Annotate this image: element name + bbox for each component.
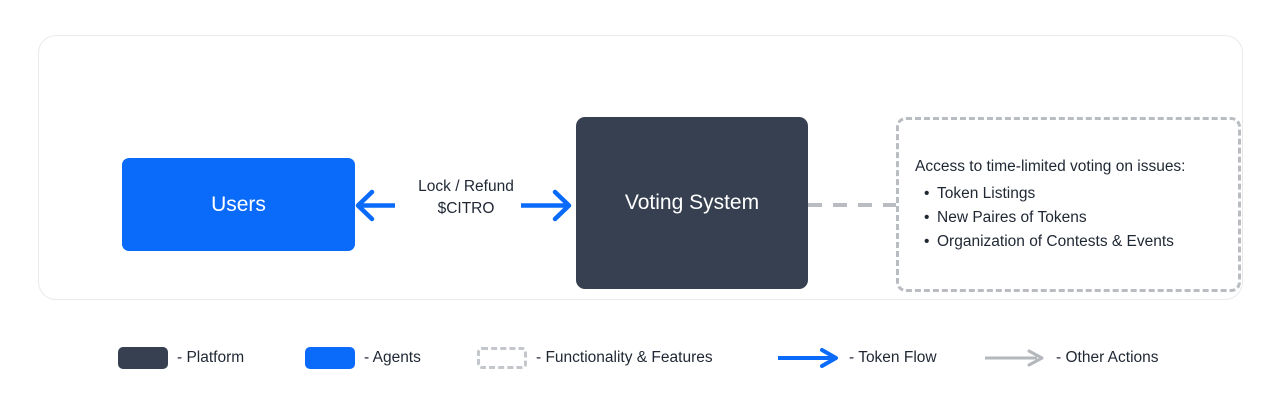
legend-arrow-gray-icon	[985, 349, 1044, 366]
diagram-panel: Users Voting System Lock / Refund $CITRO	[38, 35, 1243, 300]
edge-lock-refund-label-line1: Lock / Refund	[418, 178, 514, 195]
features-box-item: Organization of Contests & Events	[924, 230, 1222, 255]
legend-label-token-flow: - Token Flow	[849, 348, 937, 366]
legend-item-other-actions: - Other Actions	[985, 335, 1159, 380]
arrow-right-icon	[521, 189, 572, 222]
edge-lock-refund-arrows	[355, 189, 572, 222]
edge-features-connector	[808, 203, 898, 207]
legend-swatch-agents-icon	[305, 346, 355, 369]
features-box-item: Token Listings	[924, 182, 1222, 207]
legend-arrow-blue-icon	[778, 347, 838, 368]
legend-item-platform: - Platform	[118, 335, 244, 380]
legend-swatch-platform-icon	[118, 346, 168, 369]
legend: - Platform - Agents - Functionality & Fe…	[0, 335, 1280, 380]
legend-item-token-flow: - Token Flow	[778, 335, 937, 380]
legend-label-functionality: - Functionality & Features	[536, 348, 713, 366]
legend-swatch-functionality-icon	[477, 346, 527, 369]
features-box-title: Access to time-limited voting on issues:	[915, 157, 1186, 175]
legend-label-other-actions: - Other Actions	[1056, 348, 1159, 366]
edge-lock-refund: Lock / Refund $CITRO	[355, 176, 577, 236]
node-voting-system-label: Voting System	[624, 191, 760, 214]
edge-lock-refund-label: Lock / Refund $CITRO	[355, 176, 577, 221]
arrow-left-icon	[355, 189, 395, 222]
node-users-label: Users	[211, 192, 266, 216]
edge-lock-refund-label-line2: $CITRO	[437, 200, 495, 218]
features-box-item: New Paires of Tokens	[924, 206, 1222, 231]
legend-label-platform: - Platform	[177, 348, 245, 366]
legend-item-agents: - Agents	[305, 335, 421, 380]
legend-item-functionality: - Functionality & Features	[477, 335, 713, 380]
legend-label-agents: - Agents	[364, 348, 421, 366]
node-users[interactable]: Users	[122, 158, 355, 251]
features-box-list: Token Listings New Paires of Tokens Orga…	[915, 182, 1222, 255]
features-box: Access to time-limited voting on issues:…	[896, 117, 1241, 292]
node-voting-system[interactable]: Voting System	[576, 117, 808, 289]
